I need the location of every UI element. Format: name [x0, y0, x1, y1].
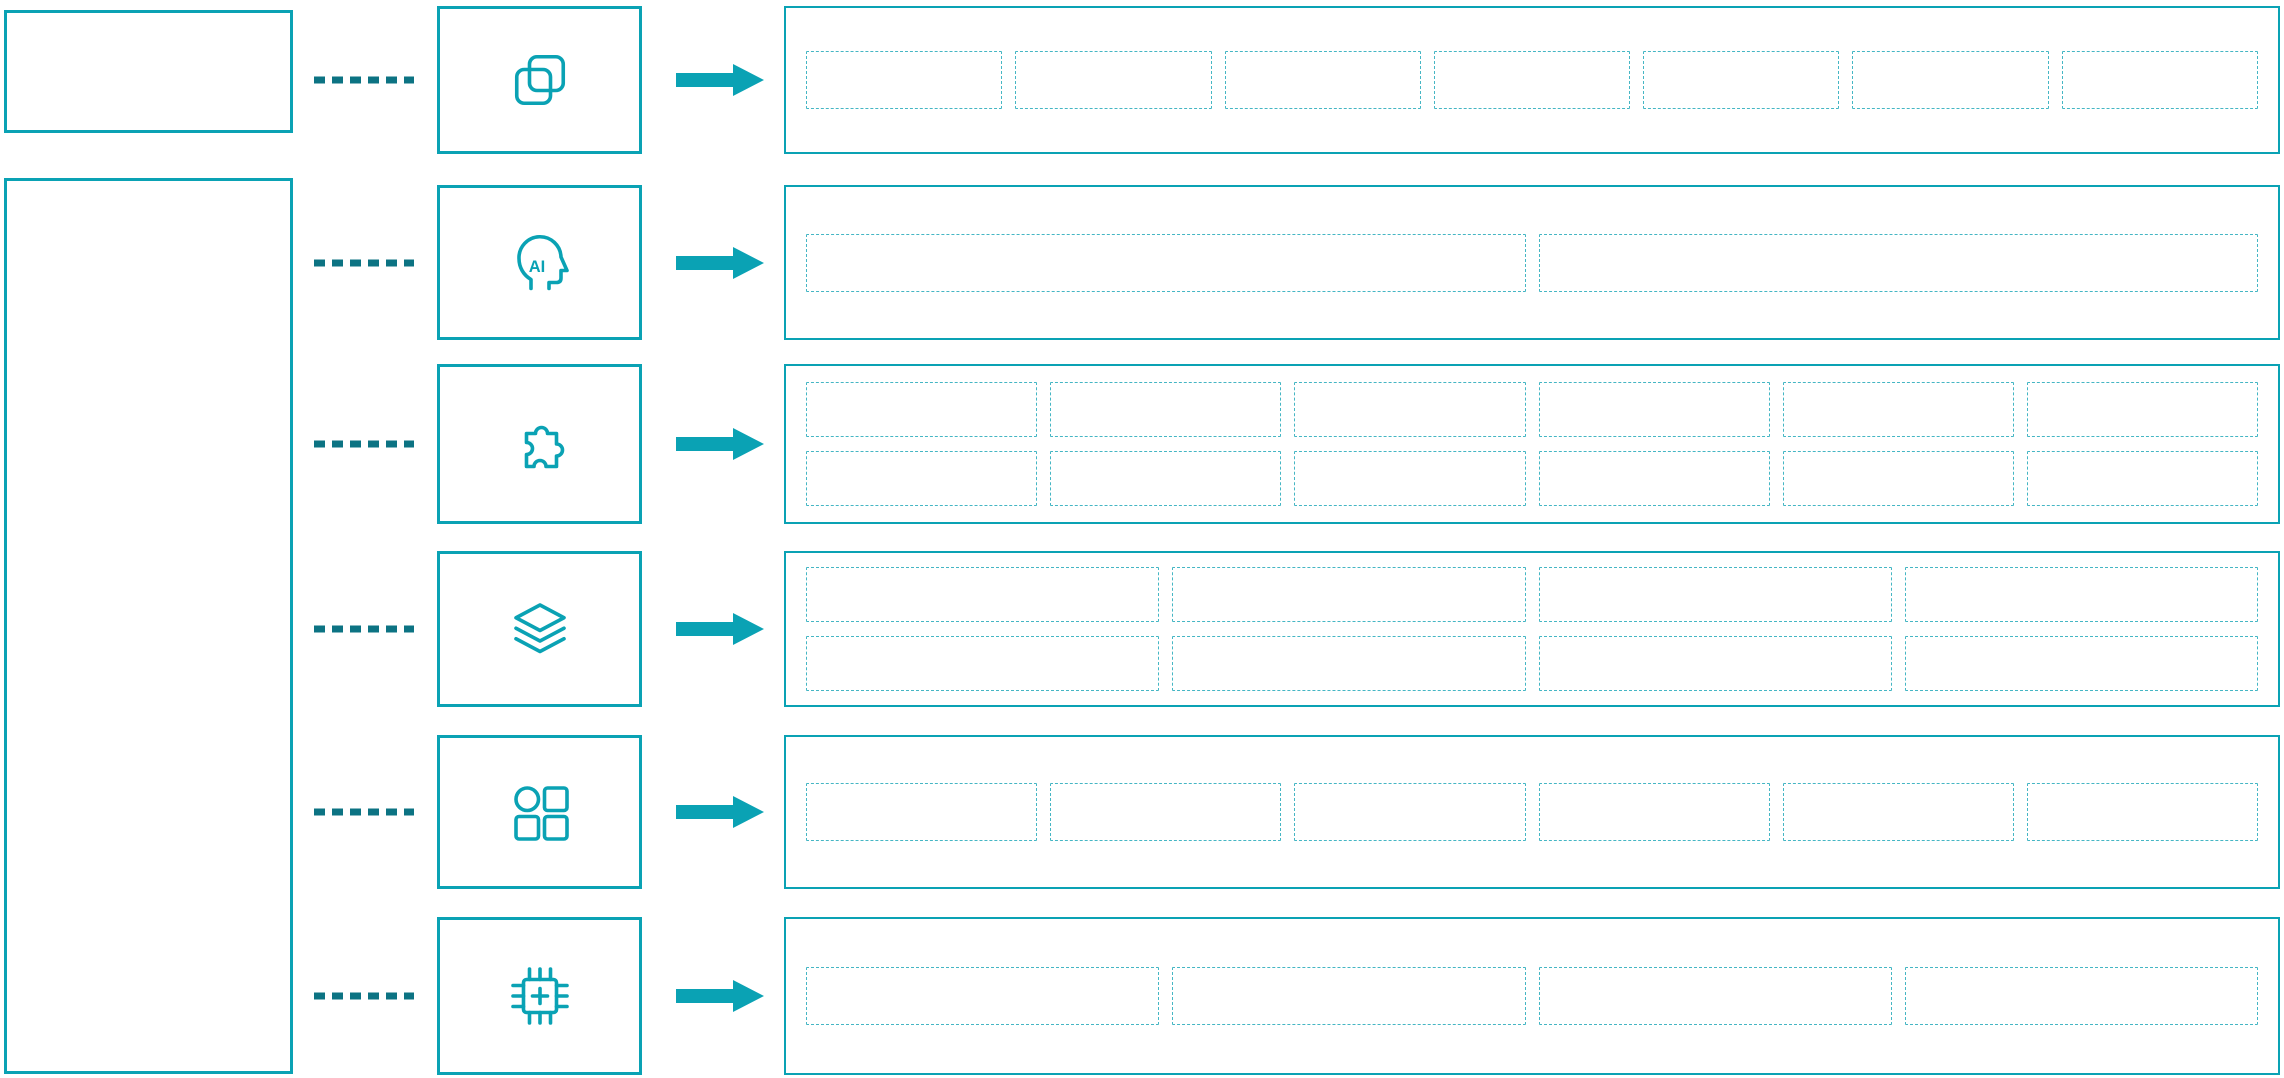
placeholder-box — [1015, 51, 1212, 109]
icon-box-row-3 — [437, 364, 642, 524]
placeholder-box — [1050, 382, 1282, 437]
left-top-box — [4, 10, 293, 133]
placeholder-box — [2026, 451, 2258, 506]
placeholder-box — [806, 382, 1038, 437]
arrow-right-icon — [676, 425, 764, 463]
left-main-panel — [4, 178, 293, 1074]
puzzle-piece-icon — [524, 425, 564, 469]
placeholder-grid-row-5 — [784, 735, 2280, 889]
placeholder-box — [1904, 967, 2258, 1025]
app-grid-icon — [513, 786, 569, 841]
placeholder-box — [2061, 51, 2258, 109]
placeholder-box — [1172, 967, 1526, 1025]
placeholder-box — [1782, 382, 2014, 437]
placeholder-box — [806, 451, 1038, 506]
ai-head-icon: AI — [516, 234, 569, 290]
placeholder-box — [1904, 636, 2258, 691]
placeholder-box — [1294, 382, 1526, 437]
overlapping-squares-icon — [514, 54, 565, 106]
placeholder-grid-row-4 — [784, 551, 2280, 707]
placeholder-box — [1538, 233, 2258, 292]
placeholder-box — [1224, 51, 1421, 109]
diagram-row-3 — [0, 364, 2284, 524]
placeholder-box — [806, 567, 1160, 622]
placeholder-box — [806, 51, 1003, 109]
diagram-row-2: AI — [0, 185, 2284, 340]
placeholder-grid-row-3 — [784, 364, 2280, 524]
placeholder-box — [1538, 382, 1770, 437]
placeholder-box — [1904, 567, 2258, 622]
icon-box-row-4 — [437, 551, 642, 707]
placeholder-box — [1538, 967, 1892, 1025]
diagram-row-5 — [0, 735, 2284, 889]
placeholder-box — [1050, 451, 1282, 506]
arrow-right-icon — [676, 61, 764, 99]
placeholder-box — [806, 233, 1526, 292]
placeholder-box — [806, 636, 1160, 691]
layers-icon — [513, 603, 566, 654]
placeholder-grid-row-1 — [784, 6, 2280, 154]
placeholder-box — [1538, 451, 1770, 506]
icon-box-row-2: AI — [437, 185, 642, 340]
placeholder-box — [1172, 636, 1526, 691]
placeholder-box — [2026, 783, 2258, 841]
placeholder-box — [1172, 567, 1526, 622]
svg-text:AI: AI — [528, 258, 545, 276]
placeholder-box — [806, 783, 1038, 841]
diagram-row-4 — [0, 551, 2284, 707]
placeholder-box — [1294, 451, 1526, 506]
chip-plus-icon — [510, 967, 569, 1025]
diagram-row-6 — [0, 917, 2284, 1075]
placeholder-box — [1782, 783, 2014, 841]
placeholder-box — [1050, 783, 1282, 841]
placeholder-box — [1538, 636, 1892, 691]
icon-box-row-6 — [437, 917, 642, 1075]
placeholder-box — [1852, 51, 2049, 109]
diagram-row-1 — [0, 6, 2284, 154]
placeholder-grid-row-2 — [784, 185, 2280, 340]
placeholder-box — [1643, 51, 1840, 109]
dashed-connector — [312, 808, 416, 817]
arrow-right-icon — [676, 610, 764, 648]
placeholder-box — [2026, 382, 2258, 437]
arrow-right-icon — [676, 793, 764, 831]
arrow-right-icon — [676, 244, 764, 282]
arrow-right-icon — [676, 977, 764, 1015]
placeholder-box — [1538, 567, 1892, 622]
icon-box-row-1 — [437, 6, 642, 154]
placeholder-box — [1294, 783, 1526, 841]
dashed-connector — [312, 440, 416, 449]
dashed-connector — [312, 992, 416, 1001]
placeholder-grid-row-6 — [784, 917, 2280, 1075]
placeholder-box — [806, 967, 1160, 1025]
dashed-connector — [312, 625, 416, 634]
icon-box-row-5 — [437, 735, 642, 889]
placeholder-box — [1782, 451, 2014, 506]
dashed-connector — [312, 258, 416, 267]
placeholder-box — [1538, 783, 1770, 841]
placeholder-box — [1433, 51, 1631, 109]
dashed-connector — [312, 76, 416, 85]
